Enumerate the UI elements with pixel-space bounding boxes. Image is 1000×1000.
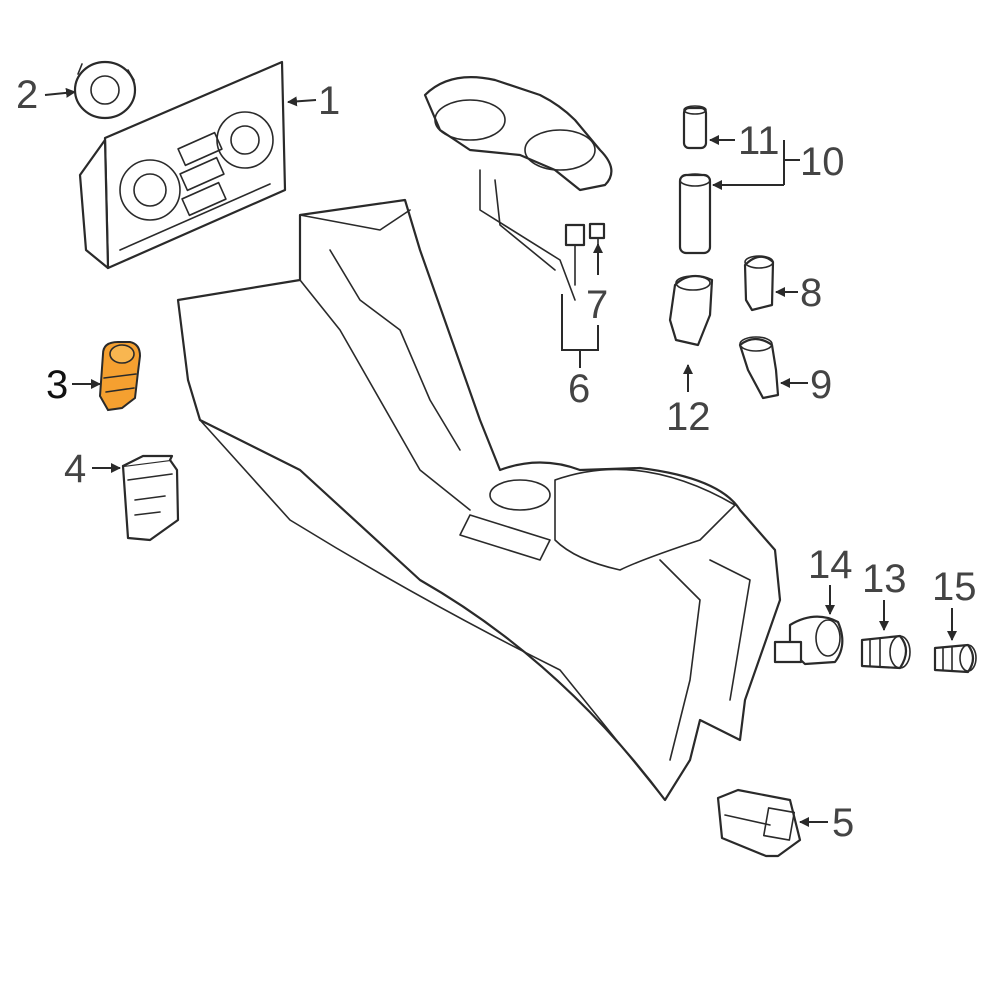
- callout-4: 4: [64, 447, 86, 491]
- control-knob[interactable]: [73, 60, 137, 120]
- callout-2: 2: [16, 73, 38, 117]
- highlighted-switch-part-3[interactable]: [98, 341, 142, 412]
- socket-part-14[interactable]: [773, 615, 844, 666]
- callout-9: 9: [810, 363, 832, 407]
- power-outlet-part-11[interactable]: [682, 105, 708, 150]
- callout-14: 14: [808, 543, 853, 587]
- center-console[interactable]: [176, 198, 782, 802]
- callout-1: 1: [318, 79, 340, 123]
- socket-part-13[interactable]: [860, 634, 911, 670]
- switch-part-5[interactable]: [716, 788, 802, 858]
- callout-7: 7: [586, 283, 608, 327]
- socket-part-12[interactable]: [668, 274, 714, 347]
- leader-lines: [44, 87, 957, 827]
- cupholder-insert[interactable]: [423, 76, 613, 301]
- callout-15: 15: [932, 565, 977, 609]
- switch-part-4[interactable]: [121, 454, 180, 542]
- callout-13: 13: [862, 557, 907, 601]
- socket-part-15[interactable]: [933, 643, 977, 674]
- callout-labels: 1 2 3 4 5 6 7 8 9 10 11 12 13 14 15: [16, 73, 977, 845]
- climate-control-panel[interactable]: [78, 60, 287, 270]
- power-outlet-part-10[interactable]: [678, 173, 712, 255]
- socket-part-9[interactable]: [738, 336, 780, 400]
- callout-6: 6: [568, 367, 590, 411]
- callout-11: 11: [738, 119, 780, 163]
- callout-3: 3: [46, 363, 68, 407]
- socket-part-8[interactable]: [743, 255, 775, 312]
- wiring-harness[interactable]: [564, 222, 606, 286]
- callout-8: 8: [800, 271, 822, 315]
- callout-5: 5: [832, 801, 854, 845]
- callout-10: 10: [800, 140, 845, 184]
- callout-12: 12: [666, 395, 711, 439]
